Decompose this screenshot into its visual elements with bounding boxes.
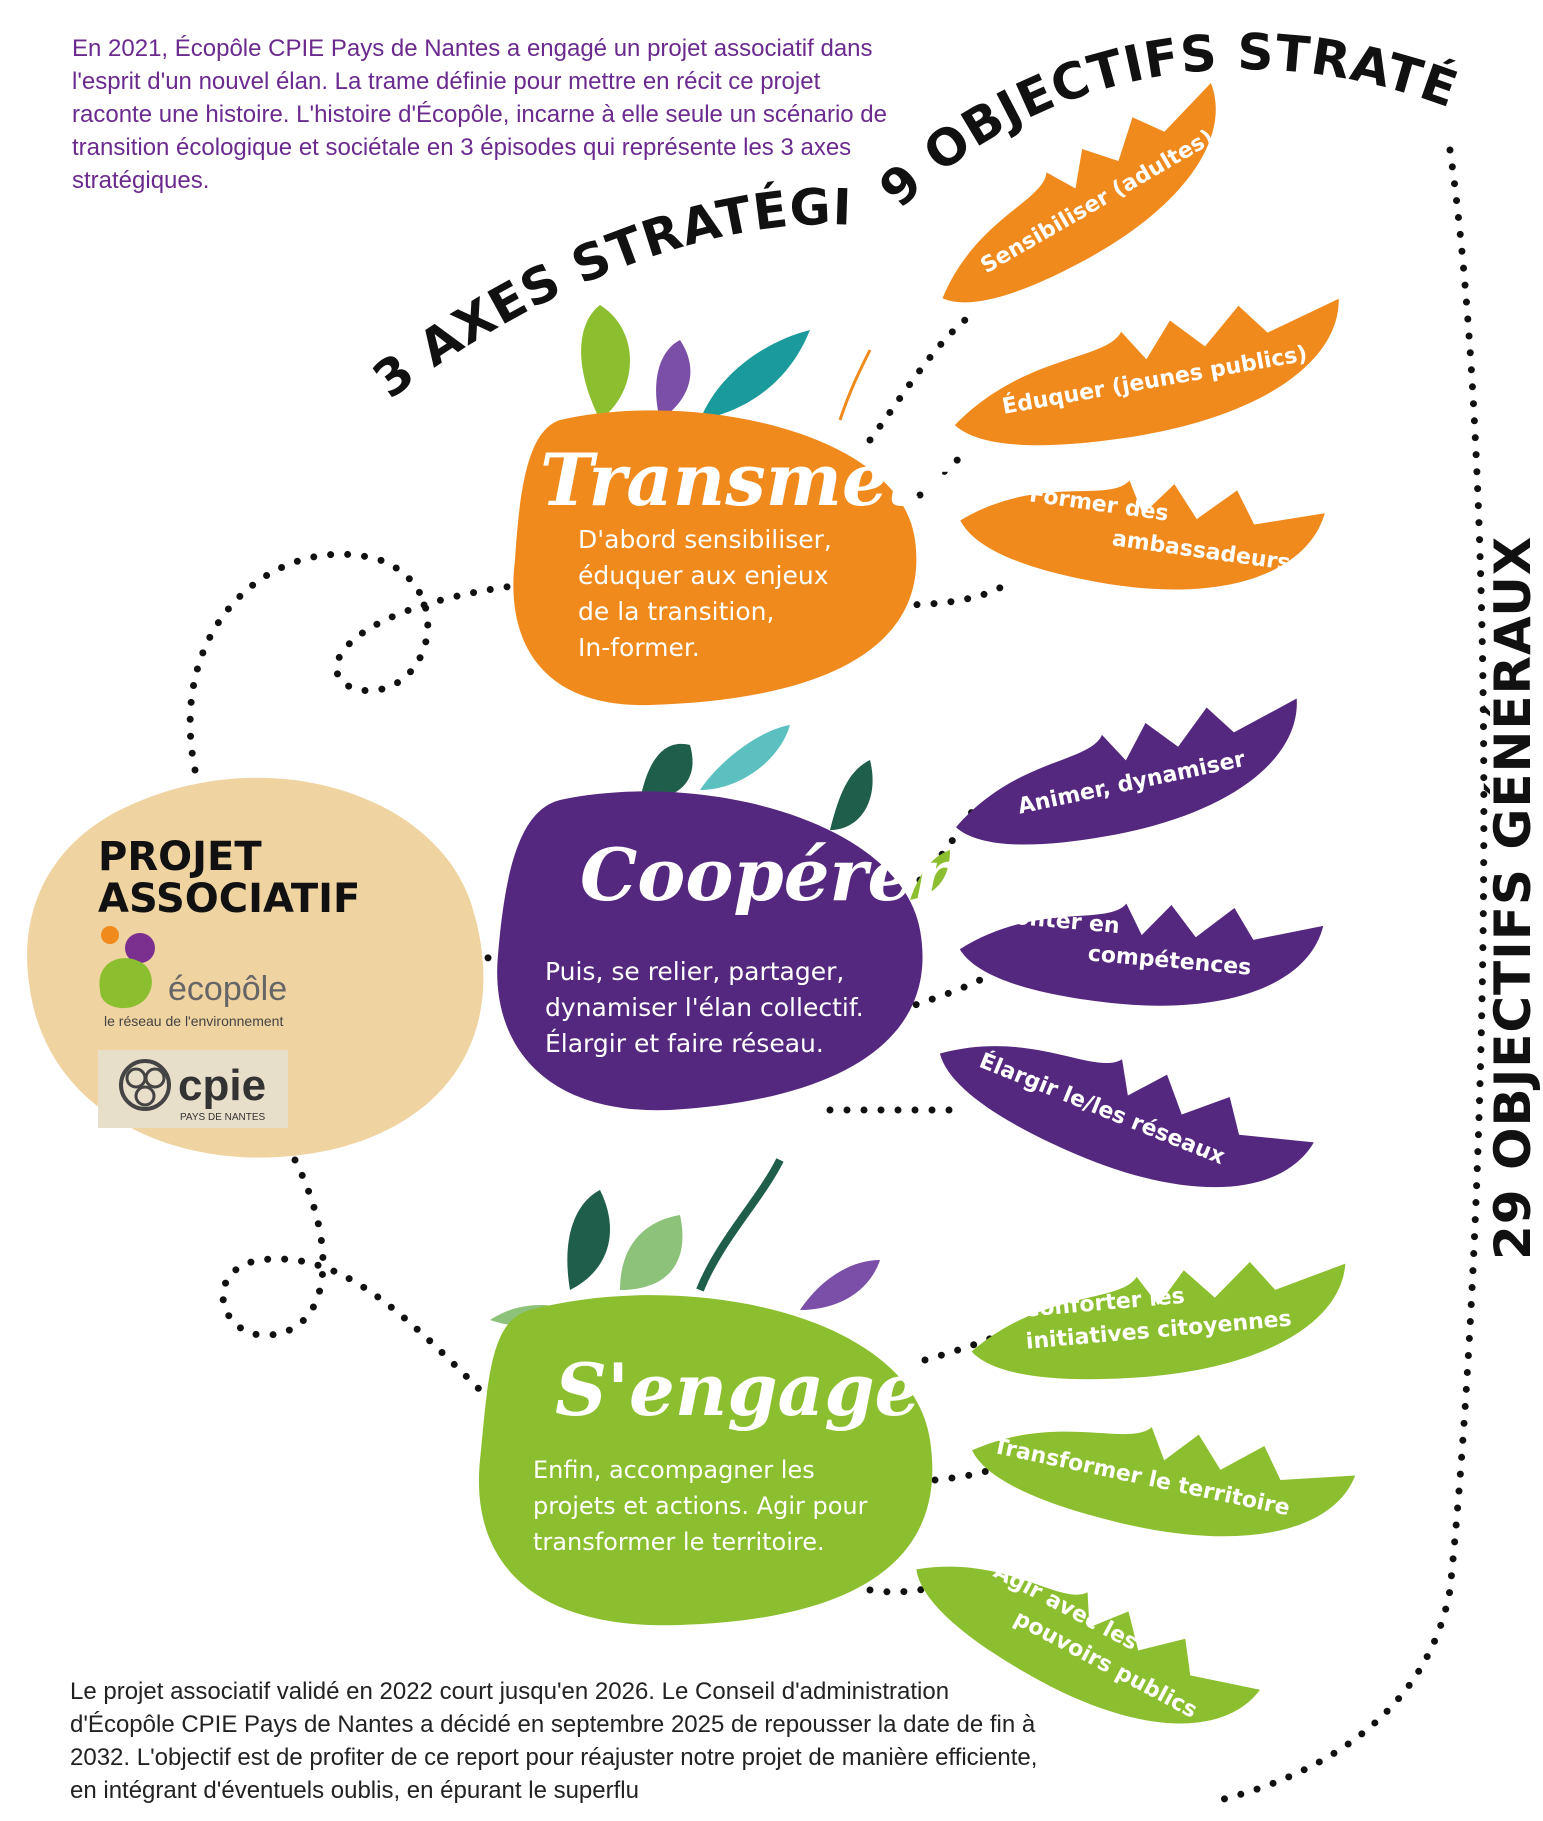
objective-leaf: Élargir le/les réseaux xyxy=(939,1046,1314,1188)
general-objectives-heading: 29 OBJECTIFS GÉNÉRAUX xyxy=(1483,536,1542,1260)
leaf-shape xyxy=(971,1261,1346,1380)
link-obj2 xyxy=(916,446,974,499)
loop-connector-bottom xyxy=(219,1156,489,1399)
axis-description-line: Enfin, accompagner les xyxy=(533,1456,815,1484)
axis-description-line: In-former. xyxy=(578,633,700,662)
axis-description-line: projets et actions. Agir pour xyxy=(533,1492,868,1520)
leaf-shape xyxy=(916,1566,1261,1724)
axis-blob xyxy=(513,410,917,706)
axis-description-line: dynamiser l'élan collectif. xyxy=(545,993,864,1022)
outer-bracket-connector xyxy=(1216,146,1488,1804)
cpie-logo: cpie PAYS DE NANTES xyxy=(98,1050,288,1128)
objective-leaf: Éduquer (jeunes publics) xyxy=(954,298,1339,446)
axis-blob xyxy=(478,1295,933,1626)
axis-title: Coopérer xyxy=(580,832,956,917)
outro-paragraph: Le projet associatif validé en 2022 cour… xyxy=(70,1678,1038,1804)
leaf-shape xyxy=(939,1046,1314,1188)
objectives-heading: 9 OBJECTIFS STRATÉGIQUES xyxy=(0,0,1466,219)
logo-dot-purple xyxy=(125,933,155,963)
axes-heading: 3 AXES STRATÉGIQUES xyxy=(0,0,853,410)
cpie-logo-tagline: PAYS DE NANTES xyxy=(180,1112,266,1123)
axis-description-line: de la transition, xyxy=(578,597,774,626)
leaf-shape xyxy=(972,1427,1356,1537)
objective-leaf: Animer, dynamiser xyxy=(956,698,1297,845)
logo-dot-orange xyxy=(101,926,119,944)
intro-paragraph: En 2021, Écopôle CPIE Pays de Nantes a e… xyxy=(72,35,888,194)
logo-leaf-green xyxy=(99,958,152,1009)
objectives-layer: Sensibiliser (adultes) Éduquer (jeunes pu… xyxy=(916,82,1356,1724)
center-title-line1: PROJET xyxy=(98,834,262,880)
cpie-logo-emblem-icon xyxy=(119,1059,171,1111)
foliage-transmettre xyxy=(581,305,872,421)
axis-description-line: Élargir et faire réseau. xyxy=(545,1029,824,1058)
cpie-logo-frame xyxy=(98,1050,288,1128)
leaf-shape xyxy=(959,903,1324,1006)
objective-leaf: Transformer le territoire xyxy=(972,1427,1356,1537)
link-obj3 xyxy=(896,581,1009,609)
loop-connector-top xyxy=(186,550,524,774)
axis-title: S'engager xyxy=(555,1347,963,1432)
ecopole-logo-tagline: le réseau de l'environnement xyxy=(104,1013,283,1029)
ecopole-logo: écopôle le réseau de l'environnement xyxy=(99,926,287,1029)
axis-title: Transmettre xyxy=(540,437,1038,522)
leaf-shape xyxy=(956,698,1297,845)
axis-description-line: D'abord sensibiliser, xyxy=(578,525,832,554)
leaf-shape xyxy=(942,82,1216,303)
leaf-shape xyxy=(954,298,1339,446)
foliage-cooperer xyxy=(640,725,950,900)
leaf-shape xyxy=(960,480,1325,590)
objective-label: Sensibiliser (adultes) xyxy=(977,125,1218,279)
link-obj1 xyxy=(866,316,969,444)
center-title-line2: ASSOCIATIF xyxy=(98,876,360,922)
link-obj8 xyxy=(931,1466,994,1484)
axis-description-line: transformer le territoire. xyxy=(533,1528,825,1556)
ecopole-logo-name: écopôle xyxy=(168,970,287,1008)
cpie-logo-name: cpie xyxy=(178,1061,266,1110)
axis-description-line: Puis, se relier, partager, xyxy=(545,957,844,986)
axis-description-line: éduquer aux enjeux xyxy=(578,561,829,590)
axis-blob xyxy=(497,791,923,1111)
